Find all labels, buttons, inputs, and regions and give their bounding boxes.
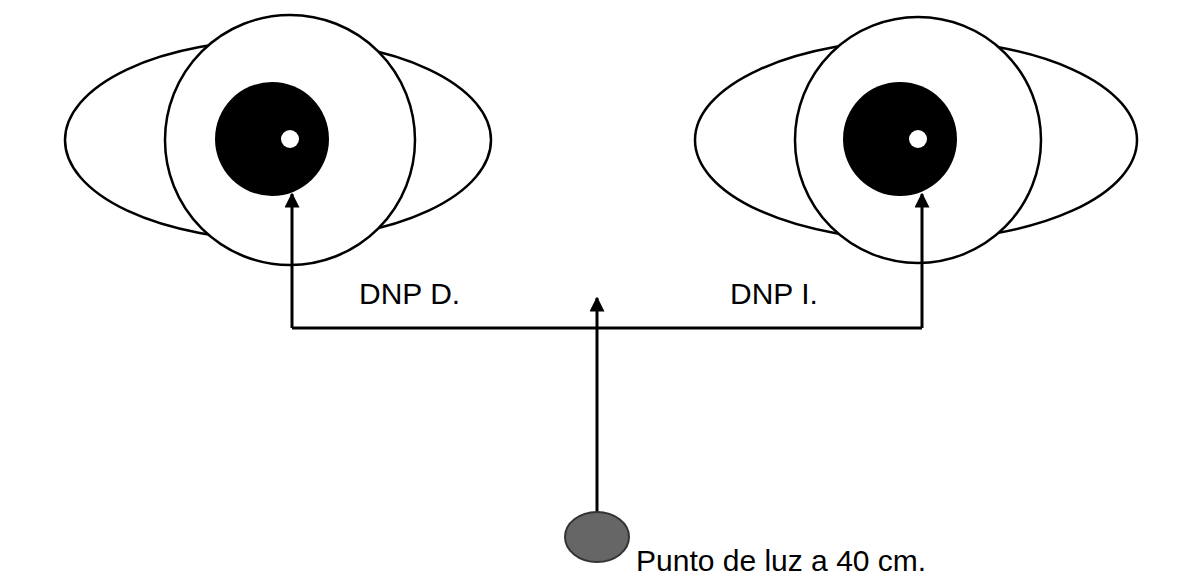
- right-eye: [65, 15, 491, 265]
- left-eye: [695, 17, 1137, 263]
- distance-label: DNP I.: [728, 277, 820, 311]
- measure-lines: [292, 194, 922, 512]
- light-point: [565, 512, 629, 562]
- distance-label: DNP D.: [357, 277, 462, 311]
- light-point-label: Punto de luz a 40 cm.: [636, 544, 926, 578]
